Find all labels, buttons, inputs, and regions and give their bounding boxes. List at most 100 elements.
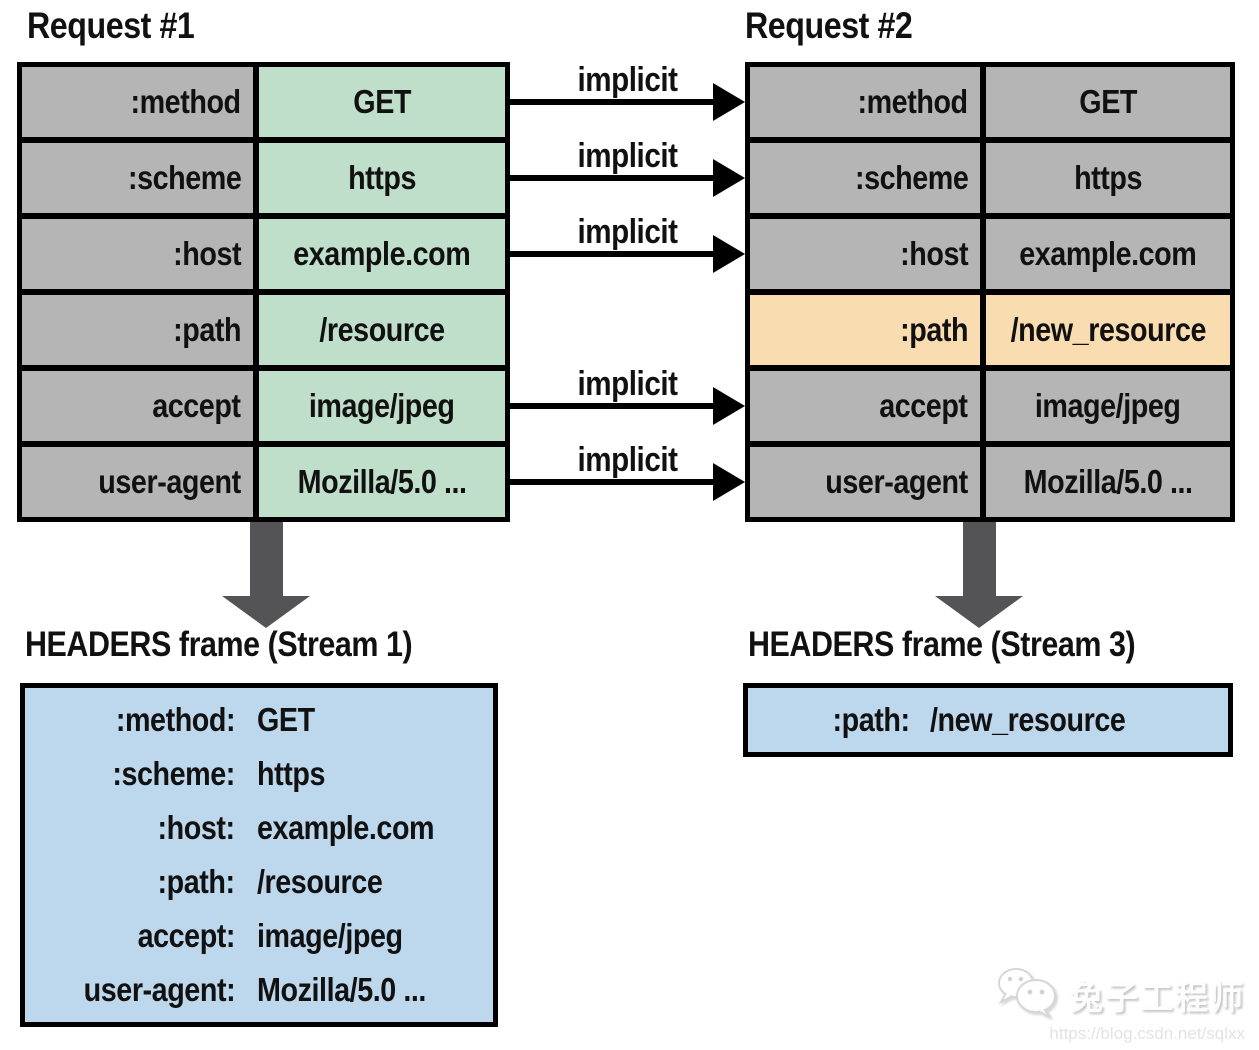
header-value-cell: https bbox=[986, 143, 1230, 213]
frame-entry-key: user-agent: bbox=[25, 963, 235, 1017]
implicit-arrow-label: implicit bbox=[510, 63, 745, 97]
header-name-text: :method bbox=[130, 83, 242, 120]
header-value-cell: GET bbox=[259, 67, 505, 137]
header-value-cell: Mozilla/5.0 ... bbox=[259, 447, 505, 517]
implicit-arrow-label-text: implicit bbox=[577, 365, 678, 403]
frame-entry-key-text: :host: bbox=[157, 809, 236, 846]
header-name-text: :host bbox=[900, 235, 968, 272]
header-value-cell: Mozilla/5.0 ... bbox=[986, 447, 1230, 517]
header-name-text: :host bbox=[173, 235, 241, 272]
frame-entry-value: image/jpeg bbox=[257, 909, 493, 963]
header-value-text: /new_resource bbox=[1010, 311, 1206, 348]
header-value-text: Mozilla/5.0 ... bbox=[1023, 463, 1193, 500]
header-name-cell: :host bbox=[22, 219, 253, 289]
header-name-cell: :host bbox=[750, 219, 980, 289]
implicit-arrow: implicit bbox=[510, 128, 745, 197]
frame-entry-key-text: accept: bbox=[137, 917, 236, 954]
implicit-arrow-line bbox=[510, 99, 715, 105]
frame-entry-value-text: example.com bbox=[257, 809, 435, 846]
implicit-arrow-line bbox=[510, 479, 715, 485]
watermark: 兔子工程师 https://blog.csdn.net/sqlxx bbox=[994, 966, 1245, 1044]
frame3-box: :path: /new_resource bbox=[743, 683, 1233, 757]
implicit-arrow-head bbox=[713, 83, 745, 121]
header-value-cell: image/jpeg bbox=[986, 371, 1230, 441]
frame3-title-text: HEADERS frame (Stream 3) bbox=[748, 625, 1136, 664]
header-value-text: GET bbox=[1079, 83, 1137, 120]
header-name-cell: :path bbox=[22, 295, 253, 365]
header-name-text: :path bbox=[173, 311, 241, 348]
frame3-key: :path: bbox=[832, 701, 911, 738]
header-name-text: accept bbox=[152, 387, 242, 424]
request2-title-text: Request #2 bbox=[745, 5, 913, 46]
frame1-title-text: HEADERS frame (Stream 1) bbox=[25, 625, 413, 664]
frame-entry-value: /resource bbox=[257, 855, 493, 909]
implicit-arrow-label-text: implicit bbox=[577, 213, 678, 251]
down-arrow-right-shaft bbox=[963, 522, 996, 596]
frame-entry-key-text: user-agent: bbox=[83, 971, 235, 1008]
header-name-cell: accept bbox=[22, 371, 253, 441]
frame-entry-key-text: :path: bbox=[157, 863, 236, 900]
frame-entry-value: https bbox=[257, 747, 493, 801]
header-value-text: example.com bbox=[293, 235, 471, 272]
implicit-arrow: implicit bbox=[510, 204, 745, 273]
frame-entry-key: :scheme: bbox=[25, 747, 235, 801]
frame-entry-value-text: Mozilla/5.0 ... bbox=[257, 971, 426, 1008]
frame-entry-key-text: :scheme: bbox=[112, 755, 235, 792]
request2-header-table: :method GET :scheme https :host example.com :p… bbox=[745, 62, 1235, 522]
down-arrow-left-head bbox=[222, 596, 310, 628]
header-name-cell: :method bbox=[22, 67, 253, 137]
implicit-arrow: implicit bbox=[510, 432, 745, 501]
implicit-arrow-line bbox=[510, 251, 715, 257]
header-name-cell: accept bbox=[750, 371, 980, 441]
frame-entry-value-text: /resource bbox=[257, 863, 383, 900]
header-value-text: image/jpeg bbox=[309, 387, 455, 424]
header-name-text: :path bbox=[900, 311, 968, 348]
implicit-arrow-label-text: implicit bbox=[577, 441, 678, 479]
header-name-cell: user-agent bbox=[750, 447, 980, 517]
implicit-arrow-label-text: implicit bbox=[577, 137, 678, 175]
implicit-arrow-label: implicit bbox=[510, 443, 745, 477]
watermark-url: https://blog.csdn.net/sqlxx bbox=[1049, 1024, 1245, 1043]
frame3-value: /new_resource bbox=[930, 701, 1126, 738]
implicit-arrow-head bbox=[713, 159, 745, 197]
request1-header-table: :method GET :scheme https :host example.com :p… bbox=[17, 62, 510, 522]
frame1-title: HEADERS frame (Stream 1) bbox=[25, 625, 470, 665]
header-value-cell: example.com bbox=[259, 219, 505, 289]
down-arrow-left-shaft bbox=[250, 522, 283, 596]
frame1-box: :method: GET :scheme: https :host: example.co… bbox=[20, 683, 498, 1027]
implicit-arrow-head bbox=[713, 387, 745, 425]
wechat-icon bbox=[994, 966, 1060, 1023]
header-value-text: image/jpeg bbox=[1035, 387, 1181, 424]
header-value-cell: example.com bbox=[986, 219, 1230, 289]
frame-entry-value: example.com bbox=[257, 801, 493, 855]
header-value-text: https bbox=[1074, 159, 1142, 196]
header-value-text: /resource bbox=[319, 311, 445, 348]
frame-entry-key: :path: bbox=[25, 855, 236, 909]
frame-entry-key: :host: bbox=[25, 801, 236, 855]
down-arrow-right-head bbox=[935, 596, 1023, 628]
header-name-text: :scheme bbox=[854, 159, 969, 196]
implicit-arrow-head bbox=[713, 235, 745, 273]
header-name-text: accept bbox=[879, 387, 969, 424]
implicit-arrow-label: implicit bbox=[510, 367, 745, 401]
request2-title: Request #2 bbox=[745, 5, 937, 47]
header-name-text: :scheme bbox=[127, 159, 242, 196]
header-name-cell: :scheme bbox=[22, 143, 253, 213]
header-name-cell: :path bbox=[750, 295, 980, 365]
frame-entry-value-text: image/jpeg bbox=[257, 917, 403, 954]
header-name-text: :method bbox=[857, 83, 969, 120]
frame-entry-key-text: :method: bbox=[115, 701, 236, 738]
implicit-arrow: implicit bbox=[510, 356, 745, 425]
header-value-cell: GET bbox=[986, 67, 1230, 137]
header-name-cell: user-agent bbox=[22, 447, 253, 517]
implicit-arrow-label: implicit bbox=[510, 215, 745, 249]
frame-entry-key: :method: bbox=[25, 693, 236, 747]
frame3-title: HEADERS frame (Stream 3) bbox=[748, 625, 1193, 665]
header-value-cell: image/jpeg bbox=[259, 371, 505, 441]
header-name-cell: :scheme bbox=[750, 143, 980, 213]
frame-entry-value: GET bbox=[257, 693, 493, 747]
header-value-cell: https bbox=[259, 143, 505, 213]
frame-entry-value-text: GET bbox=[257, 701, 315, 738]
header-value-cell: /resource bbox=[259, 295, 505, 365]
